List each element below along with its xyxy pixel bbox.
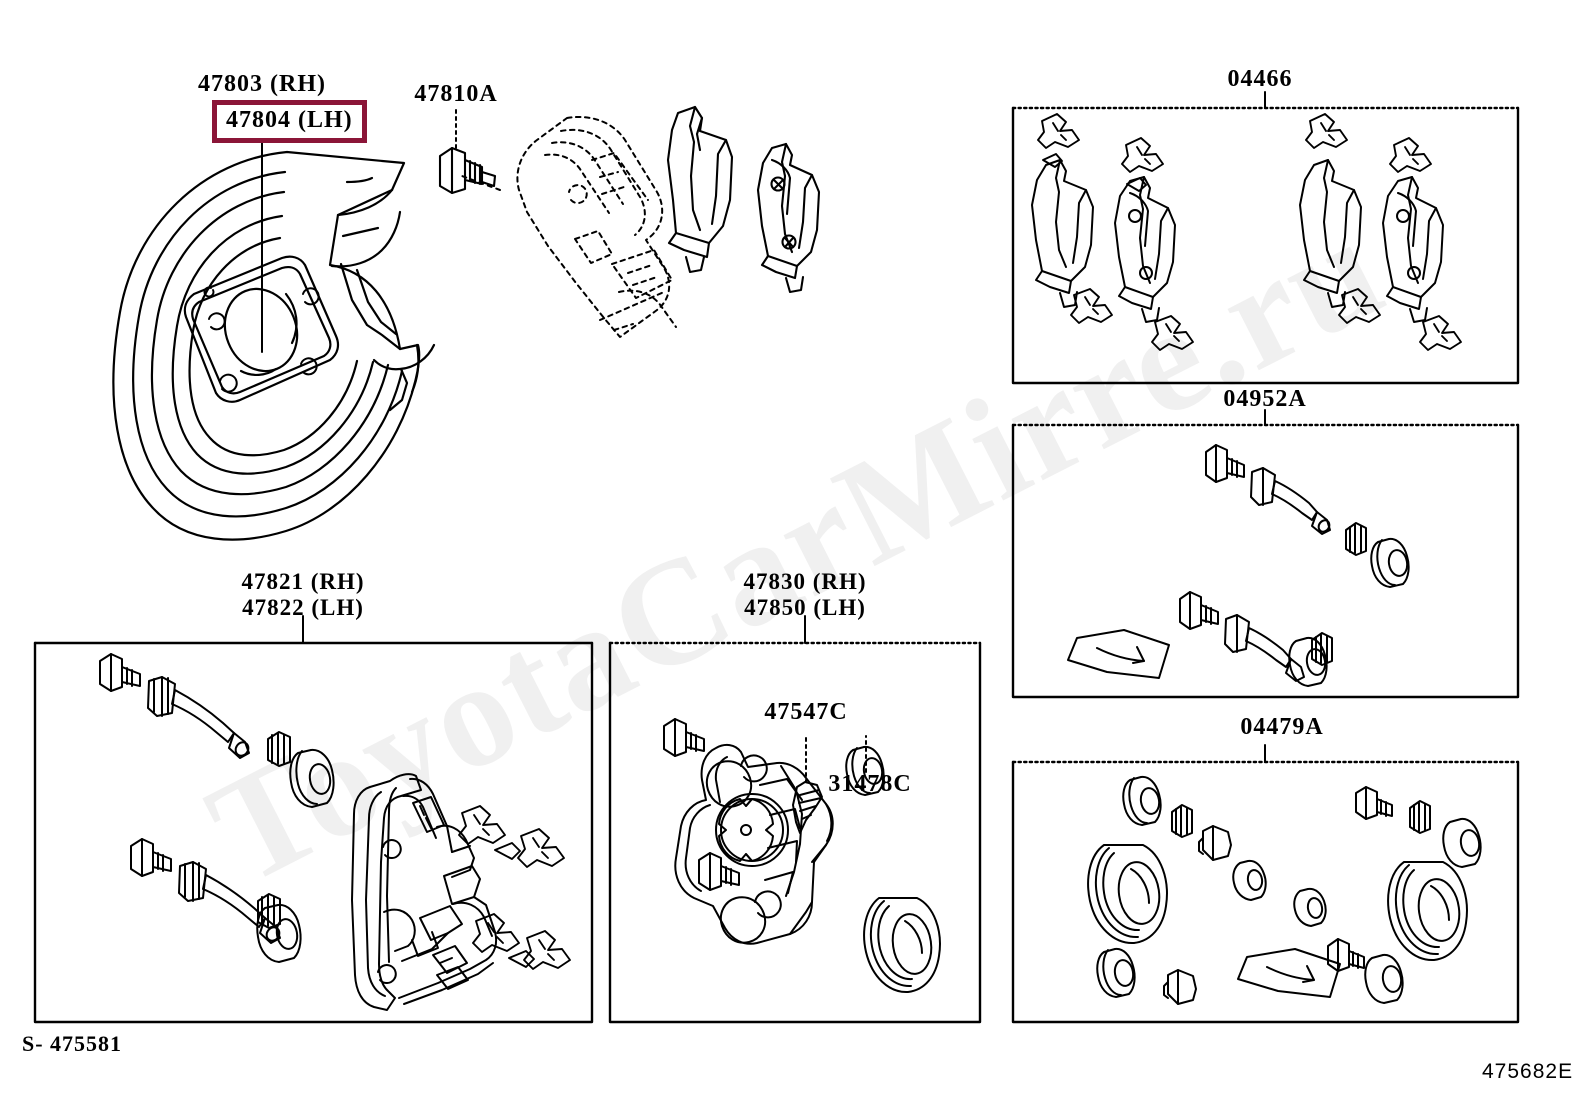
callout-47547c: 47547C [764, 699, 848, 725]
callout-47830-rh: 47830 (RH) [743, 569, 867, 594]
brake-pad-inner-drawing [756, 142, 821, 294]
callout-47822-lh: 47822 (LH) [242, 595, 364, 620]
callout-47810a: 47810A [414, 81, 498, 107]
callout-47850-lh: 47850 (LH) [744, 595, 866, 620]
callout-47803-rh: 47803 (RH) [198, 71, 326, 97]
callout-47804-lh-highlighted[interactable]: 47804 (LH) [212, 100, 367, 144]
callout-04952a: 04952A [1223, 386, 1307, 412]
brake-pad-outer-drawing [666, 105, 734, 274]
callout-04479a: 04479A [1240, 714, 1324, 740]
leader-lines [261, 91, 1266, 783]
callout-04466: 04466 [1227, 66, 1293, 92]
shield-bolt-drawing [438, 146, 497, 195]
brake-dust-shield-drawing [112, 150, 436, 541]
group-box-47821 [33, 641, 594, 1024]
caliper-bracket-phantom-drawing [516, 116, 677, 338]
footer-drawing-code-left: S- 475581 [22, 1031, 123, 1056]
caliper-assembly-drawing [663, 718, 941, 994]
bracket-kit-contents-drawing [99, 653, 571, 1011]
callout-31478c: 31478C [828, 771, 912, 797]
seal-kit-contents-drawing [1087, 775, 1482, 1005]
callout-47821-rh: 47821 (RH) [241, 569, 365, 594]
slide-pin-kit-contents-drawing [1067, 444, 1410, 687]
pad-kit-contents-drawing [1031, 113, 1462, 351]
group-box-47830 [608, 641, 982, 1024]
footer-sheet-code-right: 475682E [1482, 1060, 1574, 1083]
group-box-04952A [1011, 423, 1520, 699]
